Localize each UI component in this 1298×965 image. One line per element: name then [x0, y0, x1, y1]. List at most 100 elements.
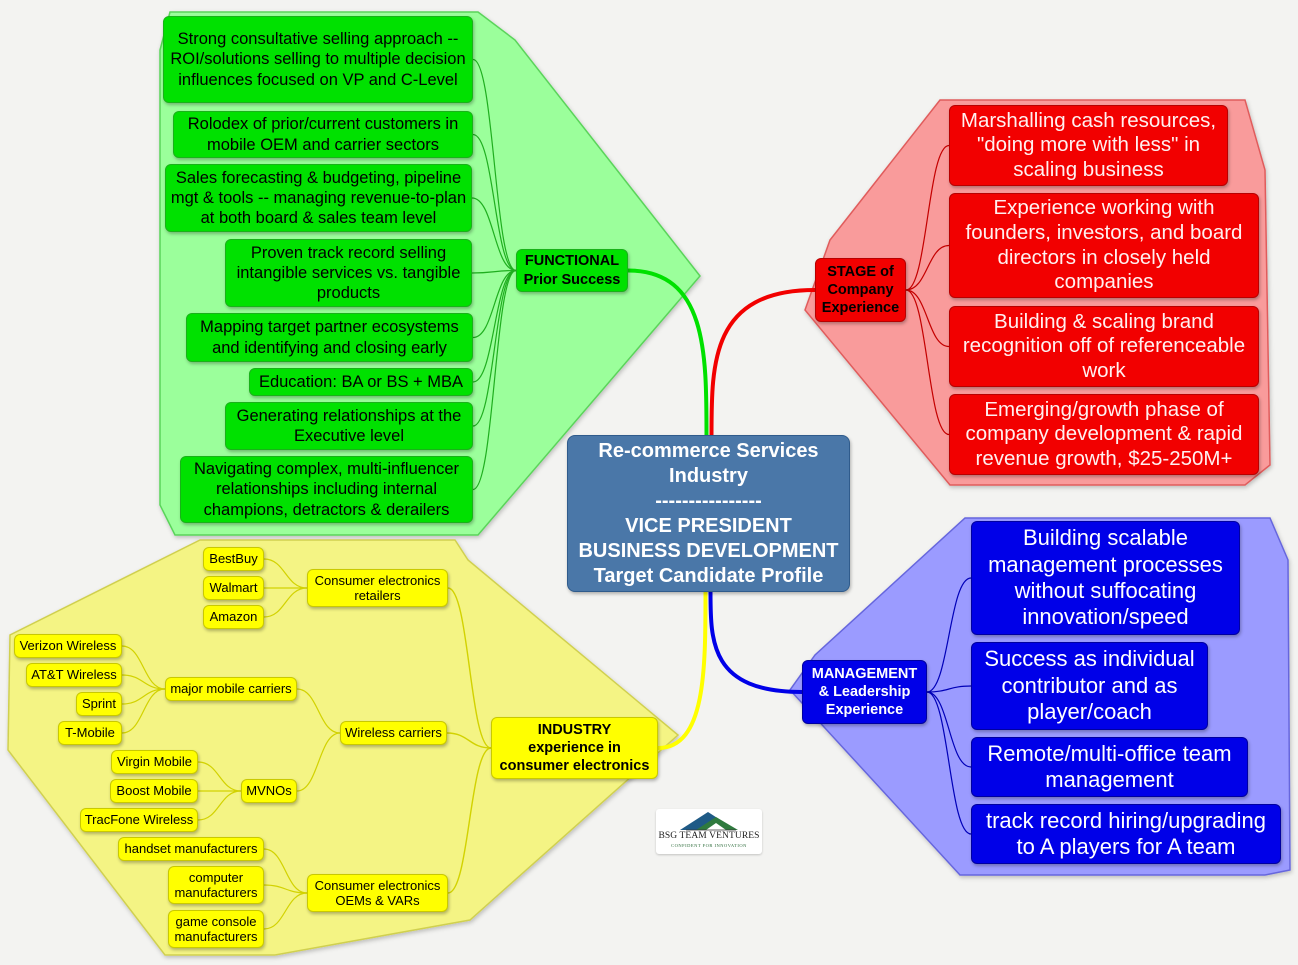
- functional-item-text: Mapping target partner ecosystems and id…: [200, 318, 459, 357]
- connector-line: [905, 289, 950, 348]
- connector-line: [472, 269, 517, 491]
- functional-item-text: Navigating complex, multi-influencer rel…: [193, 460, 460, 519]
- oem-item-text: computer manufacturers: [174, 869, 258, 900]
- carrier-item-text: Verizon Wireless: [19, 638, 117, 654]
- retailer-item-text: Amazon: [209, 609, 258, 625]
- mvno-item[interactable]: TracFone Wireless: [80, 808, 198, 832]
- connector-lines: [121, 58, 972, 930]
- stage-item-text: Experience working with founders, invest…: [965, 196, 1243, 294]
- management-hub[interactable]: MANAGEMENT & Leadership Experience: [802, 660, 927, 724]
- bsg-logo: BSG TEAM VENTURES CONFIDENT FOR INNOVATI…: [656, 809, 762, 854]
- major-carriers-label: major mobile carriers: [170, 681, 292, 697]
- management-item[interactable]: Building scalable management processes w…: [971, 521, 1240, 635]
- carrier-item[interactable]: AT&T Wireless: [26, 663, 122, 687]
- carrier-item[interactable]: T-Mobile: [58, 721, 122, 745]
- management-item[interactable]: Remote/multi-office team management: [971, 737, 1248, 797]
- carrier-item[interactable]: Verizon Wireless: [14, 634, 122, 658]
- industry-hub[interactable]: INDUSTRY experience in consumer electron…: [491, 717, 658, 779]
- branch-trunk: [656, 590, 708, 750]
- mountain-logo-icon: [680, 812, 738, 831]
- stage-item[interactable]: Experience working with founders, invest…: [949, 193, 1259, 298]
- mvno-node[interactable]: MVNOs: [241, 779, 297, 803]
- wireless-carriers-node[interactable]: Wireless carriers: [340, 721, 447, 745]
- connector-line: [926, 577, 972, 693]
- carrier-item[interactable]: Sprint: [76, 692, 122, 716]
- branch-trunk: [626, 268, 709, 437]
- stage-hub[interactable]: STAGE of Company Experience: [815, 258, 906, 322]
- central-line-5: BUSINESS DEVELOPMENT: [578, 539, 839, 562]
- retailer-item-text: BestBuy: [209, 551, 258, 567]
- oem-item-text: game console manufacturers: [174, 913, 258, 944]
- functional-item[interactable]: Generating relationships at the Executiv…: [225, 402, 473, 450]
- functional-item[interactable]: Navigating complex, multi-influencer rel…: [180, 456, 473, 523]
- connector-line: [926, 685, 972, 693]
- functional-item[interactable]: Mapping target partner ecosystems and id…: [186, 313, 473, 362]
- connector-line: [472, 269, 517, 383]
- carrier-item-text: T-Mobile: [65, 725, 115, 741]
- stage-item-text: Emerging/growth phase of company develop…: [965, 397, 1243, 470]
- connector-line: [447, 587, 492, 749]
- stage-item[interactable]: Emerging/growth phase of company develop…: [949, 394, 1259, 475]
- industry-hub-line-1: INDUSTRY: [537, 721, 612, 738]
- central-line-4: VICE PRESIDENT: [625, 514, 792, 537]
- mvno-label: MVNOs: [246, 783, 292, 799]
- mvno-item[interactable]: Virgin Mobile: [111, 750, 198, 774]
- central-line-2: Industry: [669, 464, 748, 487]
- mvno-item-text: TracFone Wireless: [84, 812, 194, 828]
- management-hub-line-1: MANAGEMENT: [811, 665, 918, 682]
- oem-item[interactable]: game console manufacturers: [168, 910, 264, 948]
- carrier-item-text: AT&T Wireless: [31, 667, 117, 683]
- connector-line: [197, 790, 242, 821]
- functional-item[interactable]: Rolodex of prior/current customers in mo…: [173, 111, 473, 158]
- retailer-item-text: Walmart: [209, 580, 258, 596]
- functional-item-text: Sales forecasting & budgeting, pipeline …: [170, 168, 467, 228]
- functional-item-text: Strong consultative selling approach -- …: [170, 30, 466, 89]
- functional-item-text: Education: BA or BS + MBA: [258, 372, 464, 391]
- management-item-text: Success as individual contributor and as…: [984, 646, 1195, 725]
- connector-line: [263, 558, 308, 589]
- connector-line: [471, 269, 517, 274]
- central-topic[interactable]: Re-commerce Services Industry ----------…: [567, 435, 850, 592]
- retailer-item[interactable]: Amazon: [203, 605, 264, 629]
- mvno-item[interactable]: Boost Mobile: [110, 779, 198, 803]
- stage-hub-line-3: Experience: [821, 300, 900, 317]
- functional-hub-line-1: FUNCTIONAL: [524, 253, 620, 270]
- major-carriers-node[interactable]: major mobile carriers: [165, 677, 297, 701]
- management-item[interactable]: track record hiring/upgrading to A playe…: [971, 804, 1281, 864]
- stage-hub-line-1: STAGE of: [827, 263, 894, 280]
- oem-item[interactable]: computer manufacturers: [168, 866, 264, 904]
- functional-hub[interactable]: FUNCTIONAL Prior Success: [516, 249, 628, 292]
- management-item-text: Building scalable management processes w…: [988, 525, 1223, 630]
- functional-item[interactable]: Proven track record selling intangible s…: [225, 239, 472, 307]
- retailer-item[interactable]: Walmart: [203, 576, 264, 600]
- retailer-item[interactable]: BestBuy: [203, 547, 264, 571]
- connector-line: [263, 587, 308, 618]
- functional-item[interactable]: Strong consultative selling approach -- …: [163, 16, 473, 103]
- functional-item-text: Generating relationships at the Executiv…: [236, 406, 462, 445]
- functional-item[interactable]: Education: BA or BS + MBA: [249, 368, 473, 396]
- stage-item[interactable]: Building & scaling brand recognition off…: [949, 306, 1259, 387]
- retailers-node[interactable]: Consumer electronics retailers: [307, 569, 448, 607]
- stage-item-text: Building & scaling brand recognition off…: [962, 309, 1246, 382]
- management-item-text: track record hiring/upgrading to A playe…: [985, 807, 1267, 859]
- connector-line: [121, 688, 166, 734]
- connector-line: [472, 58, 517, 272]
- connector-line: [926, 691, 972, 835]
- management-item-text: Remote/multi-office team management: [987, 740, 1232, 792]
- connector-line: [446, 732, 492, 749]
- connector-line: [263, 848, 308, 894]
- connector-line: [121, 645, 166, 690]
- connector-line: [121, 674, 166, 690]
- retailers-label: Consumer electronics retailers: [314, 572, 441, 603]
- stage-item[interactable]: Marshalling cash resources, "doing more …: [949, 105, 1228, 186]
- functional-item[interactable]: Sales forecasting & budgeting, pipeline …: [165, 164, 472, 232]
- oem-item[interactable]: handset manufacturers: [118, 837, 264, 861]
- connector-line: [905, 244, 950, 291]
- industry-hub-line-2: experience in: [528, 739, 621, 756]
- industry-hub-line-3: consumer electronics: [499, 758, 650, 775]
- stage-hub-line-2: Company: [827, 281, 894, 298]
- oems-node[interactable]: Consumer electronics OEMs & VARs: [307, 874, 448, 912]
- management-item[interactable]: Success as individual contributor and as…: [971, 642, 1208, 730]
- central-line-6: Target Candidate Profile: [593, 564, 824, 587]
- connector-line: [296, 732, 341, 792]
